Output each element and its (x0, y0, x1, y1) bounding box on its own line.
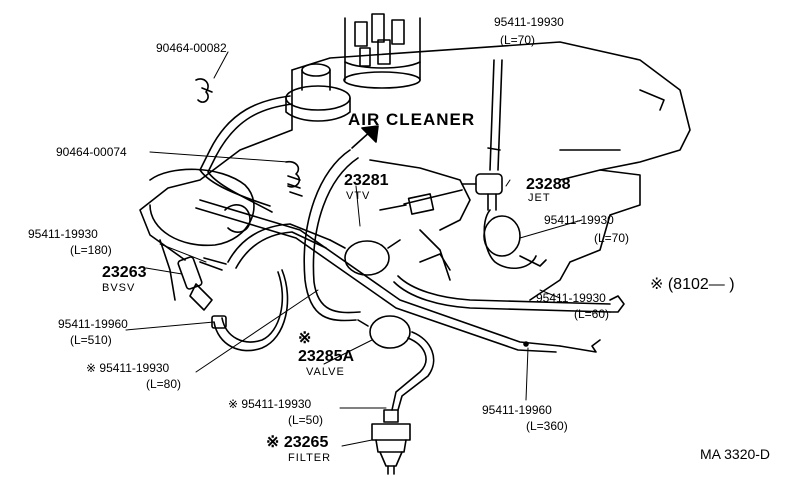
label-23263: 23263 (102, 264, 147, 281)
label-jet: JET (528, 192, 551, 204)
reference-code: MA 3320-D (700, 446, 771, 462)
filter-icon (371, 409, 411, 475)
serial-note: ※ (8102— ) (650, 276, 735, 293)
label-l80: (L=80) (146, 377, 182, 391)
label-valve-mark: ※ (298, 330, 312, 347)
label-95411-19960-left: 95411-19960 (58, 317, 128, 331)
right-actuator-icon (483, 209, 547, 269)
clip-90464-00074-icon (285, 160, 303, 197)
hose-top-vertical (487, 59, 503, 171)
label-23265: ※ 23265 (266, 434, 329, 451)
label-95411-19930-left: 95411-19930 (28, 227, 98, 241)
label-vtv: VTV (346, 190, 371, 202)
label-23288: 23288 (526, 176, 571, 193)
air-cleaner-arrow (351, 125, 379, 149)
label-filter: FILTER (288, 452, 332, 464)
hose-bundle-left (195, 95, 561, 353)
label-l70-top: (L=70) (500, 33, 536, 47)
hose-right-l60 (393, 253, 611, 313)
label-l510: (L=510) (70, 333, 112, 347)
hose-right-l360-end (523, 339, 601, 353)
label-l180: (L=180) (70, 243, 112, 257)
leader-lines (125, 51, 583, 447)
hose-left-l510 (211, 269, 289, 352)
bvsv-icon (177, 256, 227, 311)
label-valve: VALVE (306, 366, 345, 378)
hose-left-l180 (227, 223, 331, 269)
distributor-icon (343, 13, 421, 89)
label-l360: (L=360) (526, 419, 568, 433)
oil-cap-icon (285, 63, 351, 122)
valve-23285a-icon (357, 315, 435, 411)
label-90464-00082: 90464-00082 (156, 41, 227, 55)
label-95411-19930-top: 95411-19930 (494, 15, 564, 29)
label-95411-19930-l50: ※ 95411-19930 (228, 397, 312, 411)
label-95411-19930-mid: 95411-19930 (536, 291, 606, 305)
air-cleaner-label: AIR CLEANER (348, 110, 476, 129)
vtv-connector (379, 189, 463, 215)
engine-block-outline (139, 41, 691, 301)
label-l70-right: (L=70) (594, 231, 630, 245)
clip-90464-00082-icon (195, 78, 213, 103)
label-23285a: 23285A (298, 348, 355, 365)
vtv-valve-icon (329, 239, 401, 276)
label-l50: (L=50) (288, 413, 324, 427)
label-95411-19960-right: 95411-19960 (482, 403, 552, 417)
label-23281: 23281 (344, 172, 389, 189)
label-bvsv: BVSV (102, 282, 136, 294)
jet-icon (461, 173, 503, 211)
label-90464-00074: 90464-00074 (56, 145, 127, 159)
label-95411-19930-l80: ※ 95411-19930 (86, 361, 170, 375)
label-95411-19930-right: 95411-19930 (544, 213, 614, 227)
label-l60: (L=60) (574, 307, 610, 321)
right-flange-outline (609, 89, 665, 313)
